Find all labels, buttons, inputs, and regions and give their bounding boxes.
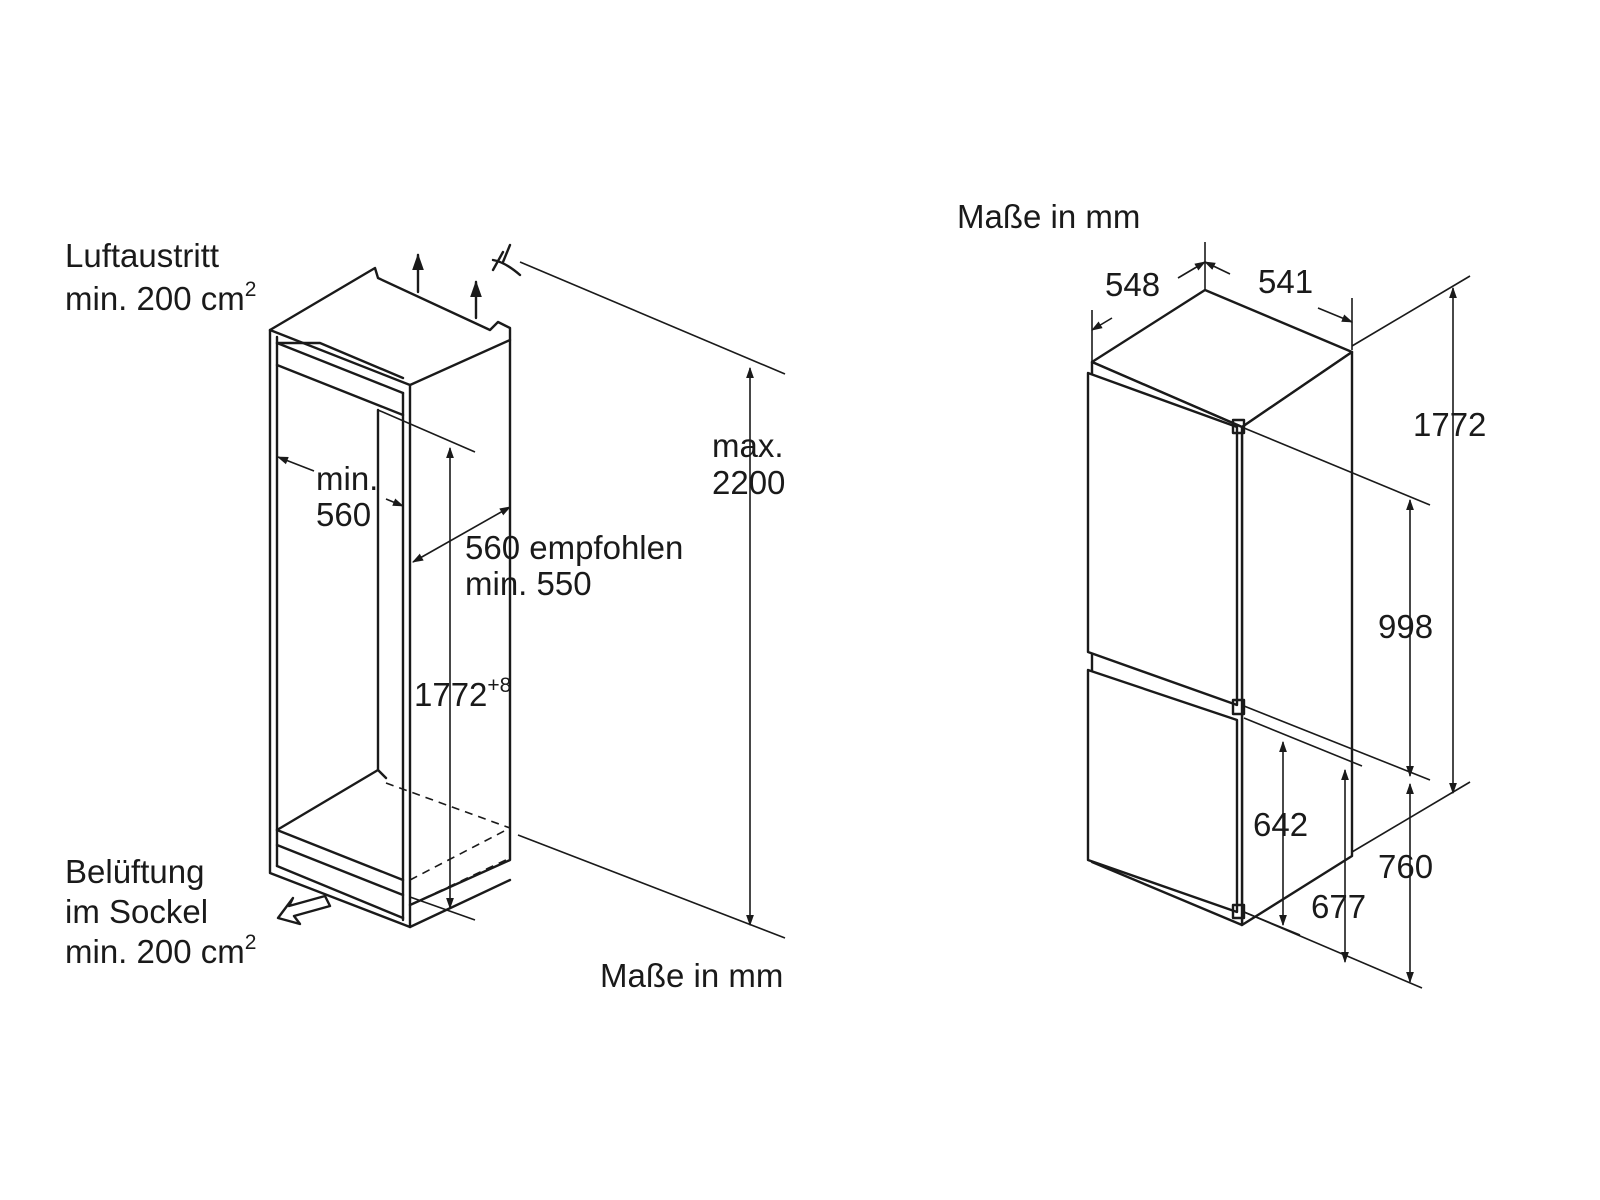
appliance-top-dimensions [1091,242,1354,366]
niche-cabinet [268,266,512,929]
niche-height-dimension [377,409,476,921]
appliance-width-label: 548 [1105,266,1160,303]
ventilation-line1: Belüftung [65,853,204,890]
depth-recommended-label: 560 empfohlen [465,529,683,566]
ventilation-line2: im Sockel [65,893,208,930]
depth-min-label: min. 550 [465,565,592,602]
appliance-height-dimension [1351,275,1471,853]
max-height-label: max. [712,427,784,464]
appliance-depth-label: 541 [1258,263,1313,300]
air-outlet-line2: min. 200 cm2 [65,278,256,317]
appliance-body [1086,288,1354,927]
hinge-symbol [491,243,522,277]
appliance-height-label: 1772 [1413,406,1486,443]
max-height-value: 2200 [712,464,785,501]
niche-depth-dimension [412,506,511,563]
upper-door-dimension [1243,427,1431,781]
air-inlet-arrow [276,894,332,926]
width-min-label: min. [316,460,378,497]
max-height-dimension [517,261,786,939]
air-outlet-line1: Luftaustritt [65,237,219,274]
ventilation-line3: min. 200 cm2 [65,931,256,970]
right-units-label: Maße in mm [957,198,1140,235]
left-units-label: Maße in mm [600,957,783,994]
lower-door-label: 642 [1253,806,1308,843]
niche-height-label: 1772+8 [414,674,511,713]
air-exhaust-arrows [412,253,482,320]
upper-door-label: 998 [1378,608,1433,645]
niche-width-dimension [276,456,405,507]
lower-total-label: 677 [1311,888,1366,925]
lower-height-label: 760 [1378,848,1433,885]
width-min-value: 560 [316,496,371,533]
lower-door-dimension [1243,717,1363,936]
